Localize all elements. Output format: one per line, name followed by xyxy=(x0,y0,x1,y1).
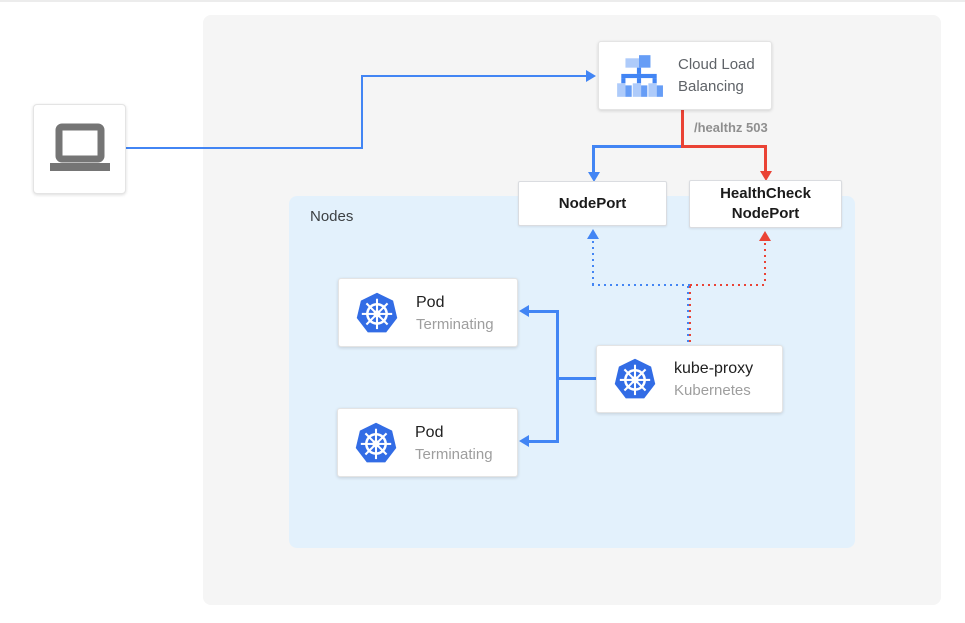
lb-to-healthcheck-line-h xyxy=(681,145,767,148)
kubeproxy-to-nodeport-arrowhead xyxy=(587,229,599,239)
client-to-lb-line-h2 xyxy=(361,75,587,77)
healthcheck-nodeport-node: HealthCheck NodePort xyxy=(689,180,842,228)
kubeproxy-to-healthcheck-dotted-v xyxy=(764,243,766,285)
cloud-load-balancing-label-line1: Cloud Load xyxy=(678,55,755,73)
pod-bottom-title: Pod xyxy=(415,423,444,441)
top-divider xyxy=(0,0,965,2)
healthcheck-nodeport-label-line1: HealthCheck xyxy=(720,185,811,202)
lb-to-healthcheck-line-v xyxy=(764,145,767,173)
kubernetes-icon xyxy=(612,356,658,402)
kubeproxy-stem-dotted-blue xyxy=(687,286,689,345)
lb-down-line-red xyxy=(681,110,684,148)
healthz-503-label: /healthz 503 xyxy=(694,120,768,135)
healthcheck-nodeport-label-line2: NodePort xyxy=(731,205,800,222)
pod-top-node: Pod Terminating xyxy=(338,278,518,347)
lb-to-healthcheck-arrowhead xyxy=(760,171,772,181)
pod-bottom-status: Terminating xyxy=(415,445,493,463)
kubeproxy-to-nodeport-dotted-v xyxy=(592,241,594,285)
kube-proxy-title: kube-proxy xyxy=(674,360,754,377)
kubernetes-icon xyxy=(354,290,400,336)
pod-top-status: Terminating xyxy=(416,315,494,333)
cloud-load-balancing-label-line2: Balancing xyxy=(678,77,744,95)
kube-proxy-subtitle: Kubernetes xyxy=(674,382,751,399)
nodeport-label: NodePort xyxy=(558,194,627,212)
client-node xyxy=(33,104,126,194)
kubeproxy-to-healthcheck-dotted-h xyxy=(690,284,767,286)
nodes-group-label: Nodes xyxy=(310,208,354,225)
client-to-lb-line-h1 xyxy=(126,147,363,149)
lb-to-nodeport-line-h xyxy=(592,145,683,148)
cloud-load-balancing-node: Cloud Load Balancing xyxy=(598,41,772,110)
lb-to-nodeport-line-v xyxy=(592,145,595,174)
client-to-lb-line-v xyxy=(361,75,363,149)
pod-bottom-node: Pod Terminating xyxy=(337,408,518,477)
kubeproxy-to-healthcheck-arrowhead xyxy=(759,231,771,241)
client-to-lb-arrowhead xyxy=(586,70,596,82)
kube-proxy-node: kube-proxy Kubernetes xyxy=(596,345,783,413)
pod-bottom-line xyxy=(528,440,558,443)
kubeproxy-out-line xyxy=(557,377,596,380)
pod-top-title: Pod xyxy=(416,293,445,311)
kubeproxy-stem-dotted-red xyxy=(689,286,691,345)
lb-to-nodeport-arrowhead xyxy=(588,172,600,182)
kubeproxy-to-nodeport-dotted-h xyxy=(592,284,690,286)
pod-bottom-arrowhead xyxy=(519,435,529,447)
laptop-icon xyxy=(47,123,113,175)
pod-top-line xyxy=(528,310,558,313)
nodeport-node: NodePort xyxy=(518,181,667,226)
load-balancer-icon xyxy=(614,53,664,99)
pod-top-arrowhead xyxy=(519,305,529,317)
kubernetes-icon xyxy=(353,420,399,466)
pods-branch-line-v xyxy=(556,310,559,443)
